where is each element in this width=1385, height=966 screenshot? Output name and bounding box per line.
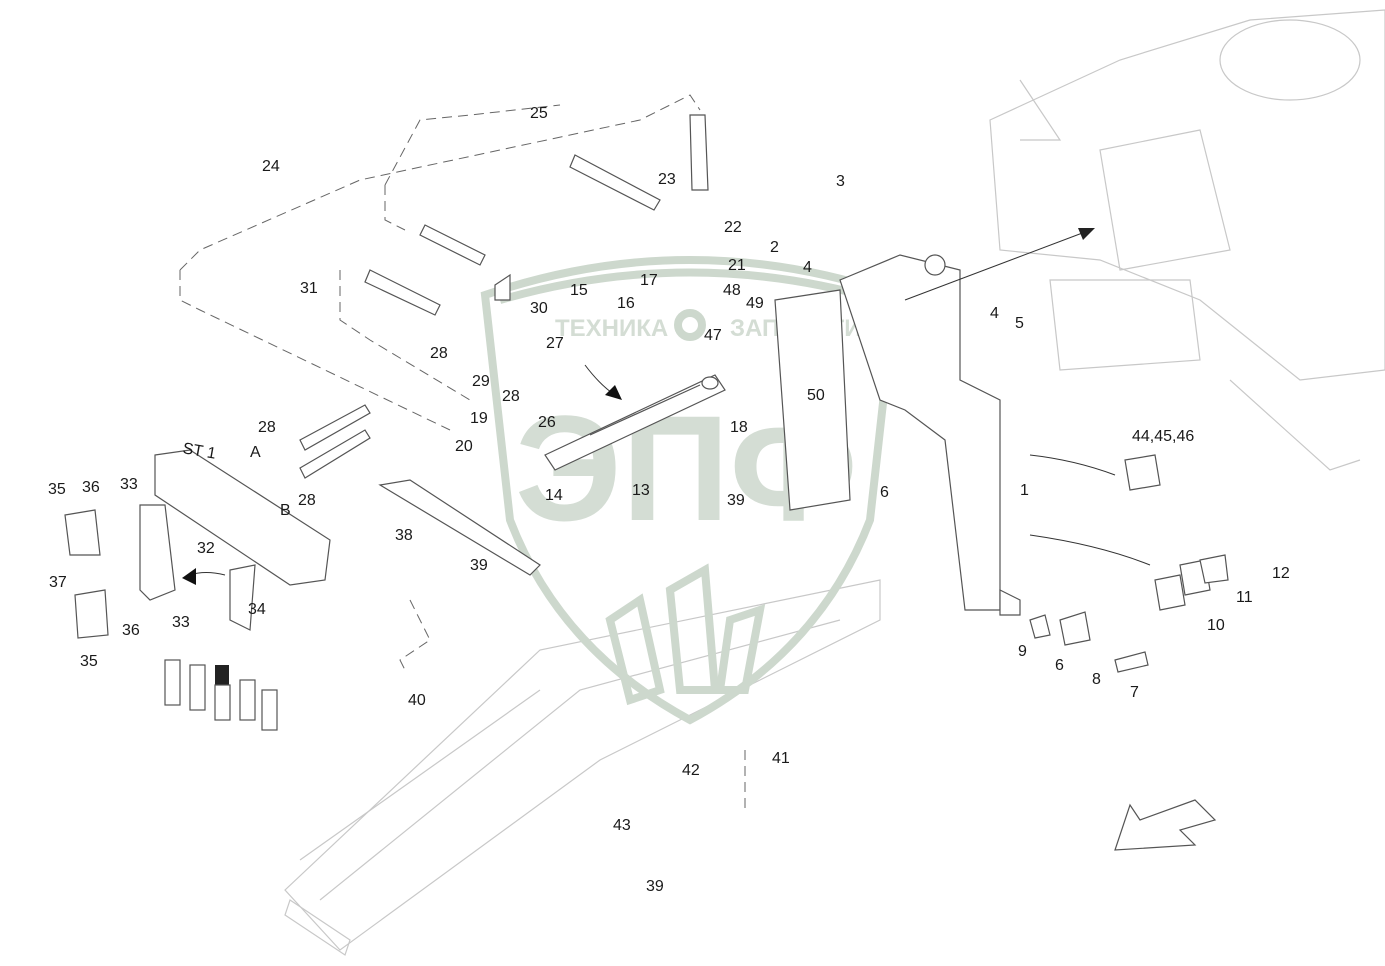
callout-28: 28 — [502, 388, 520, 405]
watermark-left-word: ТЕХНИКА — [555, 315, 668, 342]
callout-16: 16 — [617, 295, 635, 312]
callout-20: 20 — [455, 438, 473, 455]
valve-block — [64, 449, 331, 639]
callout-39: 39 — [470, 557, 488, 574]
callout-7: 7 — [1130, 684, 1139, 701]
callout-6: 6 — [1055, 657, 1064, 674]
callout-29: 29 — [472, 373, 490, 390]
callout-9: 9 — [1018, 643, 1027, 660]
callout-32: 32 — [197, 540, 215, 557]
callout-1: 1 — [1020, 482, 1029, 499]
callout-labels: 1234456678910111213141516171819202122232… — [48, 105, 1290, 895]
callout-4: 4 — [803, 259, 812, 276]
callout-35: 35 — [80, 653, 98, 670]
callout-26: 26 — [538, 414, 556, 431]
valve-bank — [164, 659, 278, 731]
callout-48: 48 — [723, 282, 741, 299]
callout-40: 40 — [408, 692, 426, 709]
lever-arm — [378, 479, 541, 576]
port-a-label: A — [250, 444, 261, 461]
callout-28: 28 — [430, 345, 448, 362]
callout-49: 49 — [746, 295, 764, 312]
port-b-label: B — [280, 502, 291, 519]
callout-25: 25 — [530, 105, 548, 122]
callout-6: 6 — [880, 484, 889, 501]
callout-50: 50 — [807, 387, 825, 404]
callout-3: 3 — [836, 173, 845, 190]
st1-label: ST 1 — [181, 440, 217, 463]
callout-18: 18 — [730, 419, 748, 436]
callout-4: 4 — [990, 305, 999, 322]
callout-28: 28 — [258, 419, 276, 436]
pointer-arrows — [182, 228, 1217, 851]
hydraulic-cylinder — [544, 374, 726, 471]
callout-41: 41 — [772, 750, 790, 767]
callout-39: 39 — [727, 492, 745, 509]
callout-27: 27 — [546, 335, 564, 352]
callout-19: 19 — [470, 410, 488, 427]
callout-10: 10 — [1207, 617, 1225, 634]
callout-11: 11 — [1236, 589, 1253, 606]
callout-36: 36 — [122, 622, 140, 639]
callout-39: 39 — [646, 878, 664, 895]
callout-31: 31 — [300, 280, 318, 297]
callout-15: 15 — [570, 282, 588, 299]
callout-23: 23 — [658, 171, 676, 188]
callout-44-45-46: 44,45,46 — [1132, 428, 1194, 445]
background-machine-outline — [989, 9, 1385, 471]
callout-37: 37 — [49, 574, 67, 591]
callout-33: 33 — [172, 614, 190, 631]
callout-43: 43 — [613, 817, 631, 834]
callout-47: 47 — [704, 327, 722, 344]
hose-routes — [179, 94, 746, 810]
callout-35: 35 — [48, 481, 66, 498]
callout-30: 30 — [530, 300, 548, 317]
main-frame — [774, 254, 1021, 616]
callout-38: 38 — [395, 527, 413, 544]
callout-12: 12 — [1272, 565, 1290, 582]
callout-5: 5 — [1015, 315, 1024, 332]
right-brackets — [1029, 454, 1229, 673]
callout-2: 2 — [770, 239, 779, 256]
callout-28: 28 — [298, 492, 316, 509]
callout-34: 34 — [248, 601, 266, 618]
callout-8: 8 — [1092, 671, 1101, 688]
callout-24: 24 — [262, 158, 280, 175]
callout-22: 22 — [724, 219, 742, 236]
callout-33: 33 — [120, 476, 138, 493]
callout-36: 36 — [82, 479, 100, 496]
callout-14: 14 — [545, 487, 563, 504]
callout-17: 17 — [640, 272, 658, 289]
callout-21: 21 — [728, 257, 746, 274]
hydraulic-hoses — [299, 114, 709, 479]
callout-13: 13 — [632, 482, 650, 499]
callout-42: 42 — [682, 762, 700, 779]
